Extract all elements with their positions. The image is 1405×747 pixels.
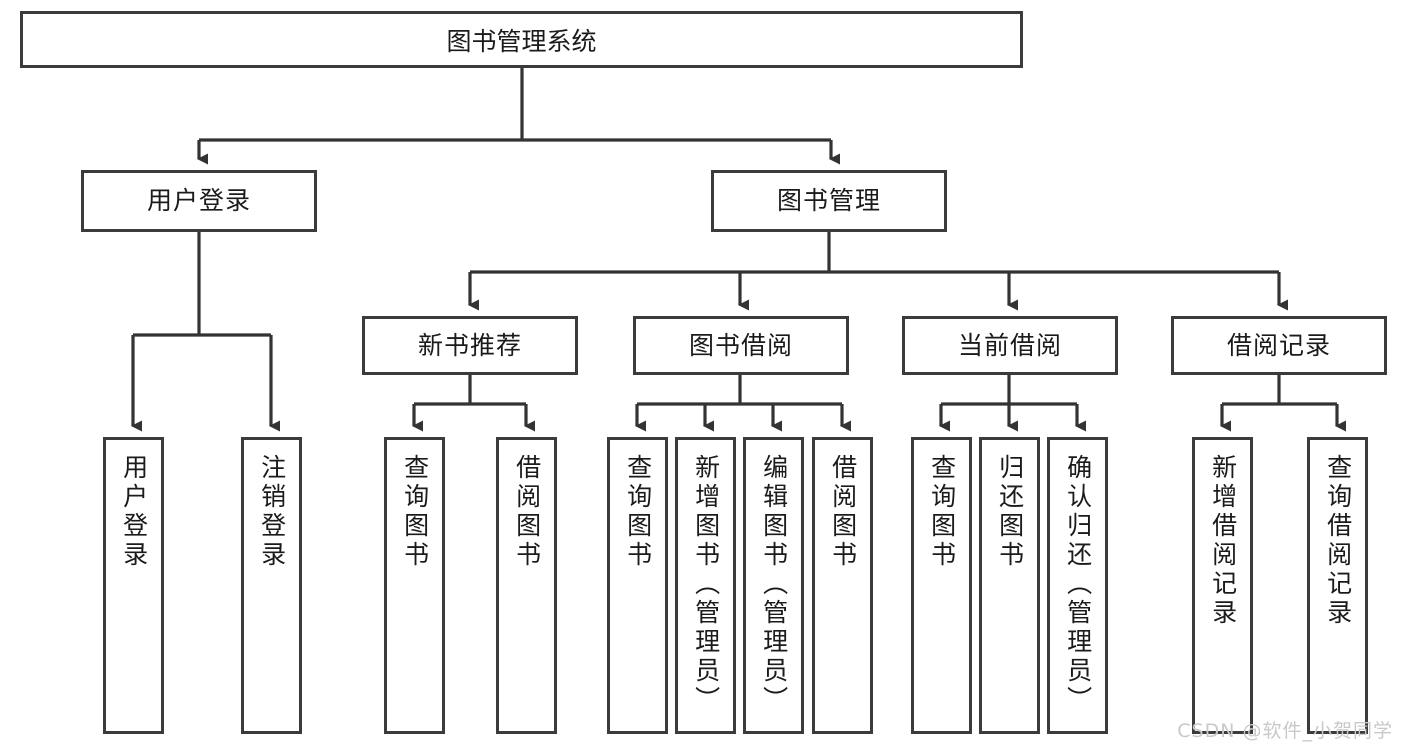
node-current-borrow[interactable]: 当前借阅	[902, 316, 1118, 375]
node-borrow-record[interactable]: 借阅记录	[1171, 316, 1387, 375]
leaf-add-book-admin[interactable]: 新增图书（管理员）	[675, 437, 736, 734]
node-label: 注销登录	[257, 454, 287, 570]
node-label: 查询图书	[927, 454, 957, 570]
node-label: 图书管理系统	[446, 26, 597, 56]
leaf-query-borrow-record[interactable]: 查询借阅记录	[1307, 437, 1368, 734]
node-label: 当前借阅	[957, 330, 1062, 360]
node-label: 查询借阅记录	[1323, 454, 1353, 628]
node-label: 查询图书	[623, 454, 653, 570]
node-label: 用户登录	[146, 186, 251, 216]
watermark: CSDN @软件_小贺同学	[1177, 720, 1393, 742]
node-book-management[interactable]: 图书管理	[711, 170, 947, 232]
node-label: 新增借阅记录	[1208, 454, 1238, 628]
leaf-confirm-return-admin[interactable]: 确认归还（管理员）	[1047, 437, 1108, 734]
node-label: 编辑图书（管理员）	[759, 454, 789, 715]
leaf-user-login[interactable]: 用户登录	[103, 437, 164, 734]
node-new-book-recommend[interactable]: 新书推荐	[362, 316, 578, 375]
node-label: 用户登录	[119, 454, 149, 570]
node-label: 借阅记录	[1226, 330, 1331, 360]
node-label: 借阅图书	[512, 454, 542, 570]
leaf-query-book-borrow[interactable]: 查询图书	[607, 437, 668, 734]
leaf-add-borrow-record[interactable]: 新增借阅记录	[1192, 437, 1253, 734]
node-label: 新书推荐	[417, 330, 522, 360]
leaf-return-book[interactable]: 归还图书	[979, 437, 1040, 734]
node-label: 归还图书	[995, 454, 1025, 570]
node-user-login[interactable]: 用户登录	[81, 170, 317, 232]
leaf-borrow-book[interactable]: 借阅图书	[812, 437, 873, 734]
leaf-query-book-recommend[interactable]: 查询图书	[384, 437, 445, 734]
node-label: 借阅图书	[828, 454, 858, 570]
leaf-logout[interactable]: 注销登录	[241, 437, 302, 734]
node-root-book-management-system[interactable]: 图书管理系统	[20, 11, 1023, 68]
node-label: 查询图书	[400, 454, 430, 570]
node-label: 图书借阅	[688, 330, 793, 360]
node-book-borrow[interactable]: 图书借阅	[633, 316, 849, 375]
node-label: 图书管理	[776, 186, 881, 216]
leaf-borrow-book-recommend[interactable]: 借阅图书	[496, 437, 557, 734]
node-label: 新增图书（管理员）	[691, 454, 721, 715]
leaf-edit-book-admin[interactable]: 编辑图书（管理员）	[743, 437, 804, 734]
node-label: 确认归还（管理员）	[1063, 454, 1093, 715]
leaf-query-book-current[interactable]: 查询图书	[911, 437, 972, 734]
